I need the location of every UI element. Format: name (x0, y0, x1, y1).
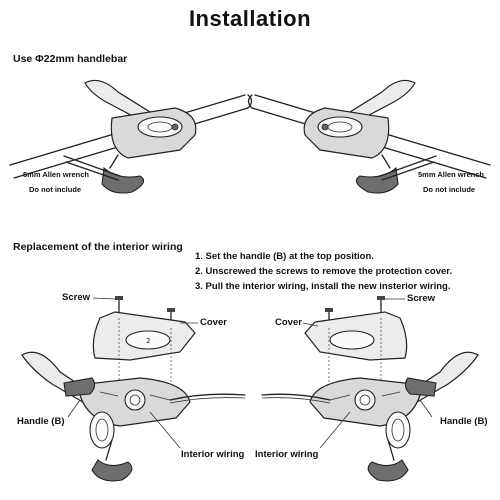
bottom-right-exploded-drawing (261, 296, 479, 482)
right-cover-label: Cover (275, 317, 302, 328)
left-screw-label: Screw (62, 292, 90, 303)
handlebar-note: Use Φ22mm handlebar (13, 53, 128, 65)
top-left-shifter-drawing (9, 79, 253, 194)
svg-text:2: 2 (146, 337, 150, 345)
page-title: Installation (188, 6, 312, 31)
right-wiring-label: Interior wiring (255, 449, 319, 460)
replacement-heading: Replacement of the interior wiring (13, 241, 183, 253)
wrench-right-line1: 5mm Allen wrench (418, 170, 484, 179)
bottom-left-exploded-drawing: 2 (21, 296, 246, 482)
wrench-left-line2: Do not include (29, 185, 82, 194)
right-screw-label: Screw (407, 293, 435, 304)
left-wiring-label: Interior wiring (181, 449, 245, 460)
step-1: 1. Set the handle (B) at the top positio… (195, 251, 374, 262)
left-handle-label: Handle (B) (17, 416, 65, 427)
step-3: 3. Pull the interior wiring, install the… (195, 281, 451, 292)
step-2: 2. Unscrewed the screws to remove the pr… (195, 266, 453, 277)
left-cover-label: Cover (200, 317, 227, 328)
wrench-right-line2: Do not include (423, 185, 476, 194)
wrench-left-line1: 5mm Allen wrench (23, 170, 89, 179)
top-right-shifter-drawing (247, 79, 491, 194)
right-handle-label: Handle (B) (440, 416, 488, 427)
